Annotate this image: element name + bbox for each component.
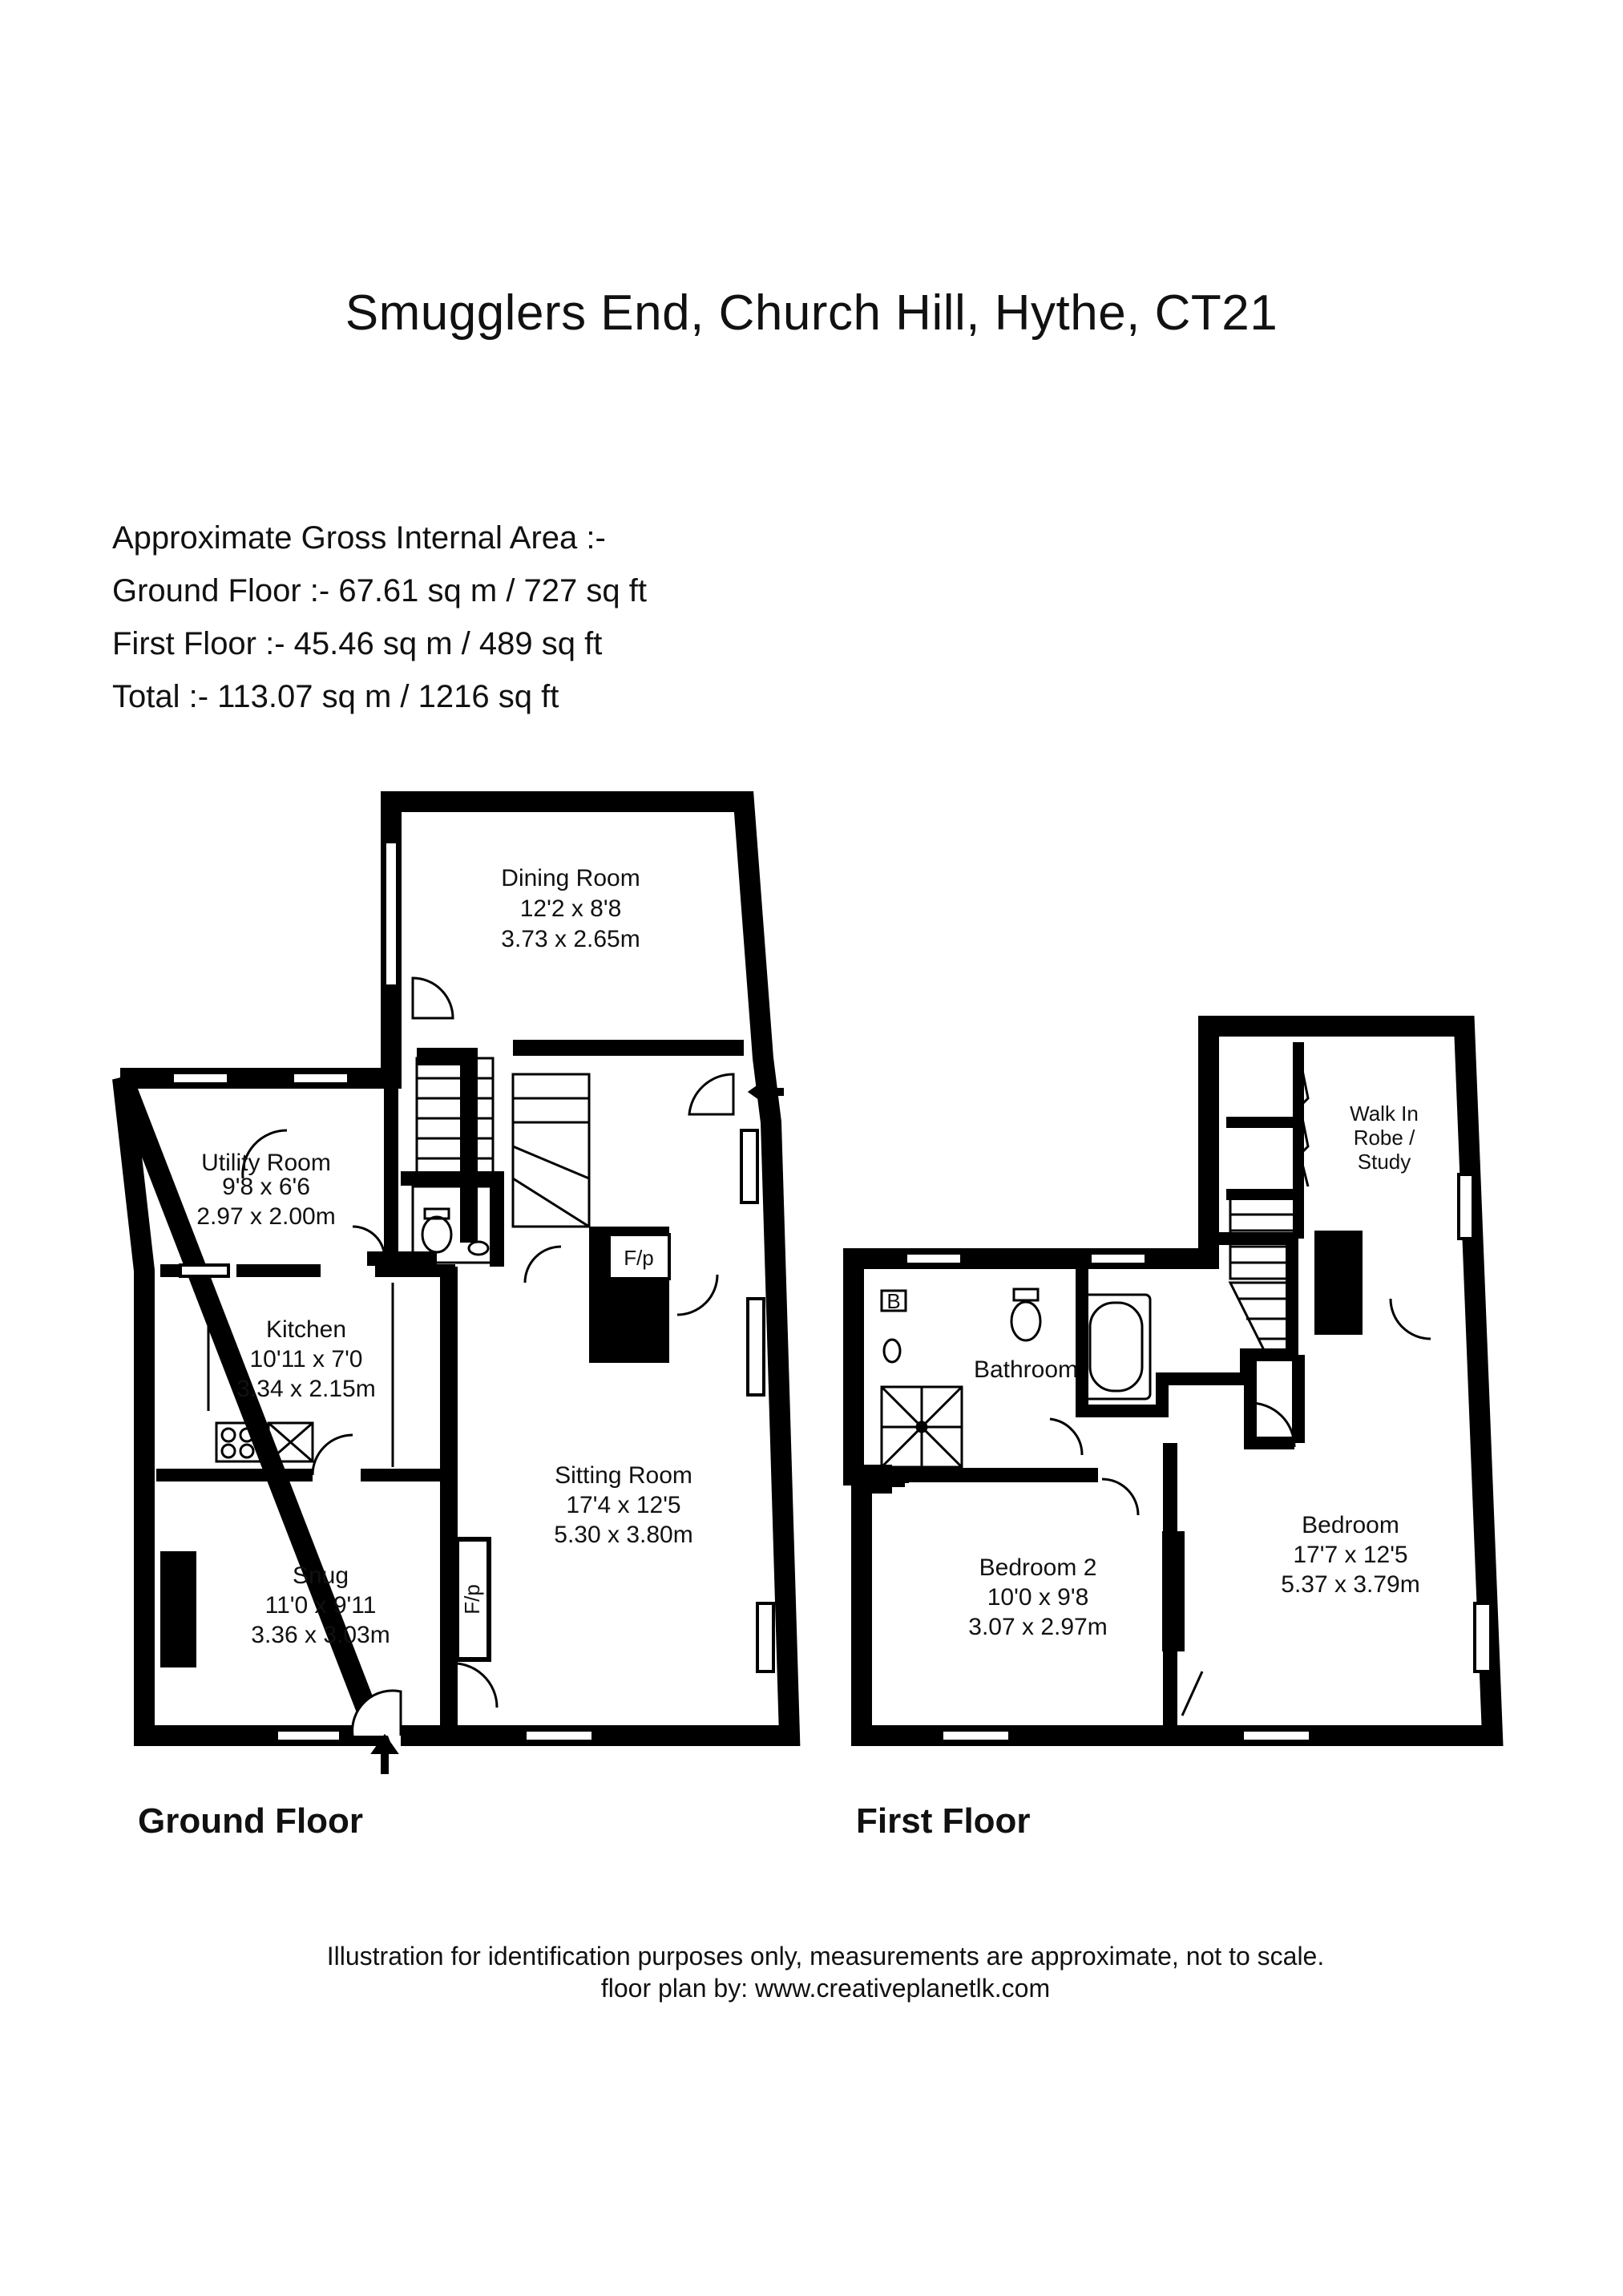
- bedroom-metric: 5.37 x 3.79m: [1281, 1571, 1419, 1598]
- ground-floor-label: Ground Floor: [138, 1801, 364, 1841]
- kitchen-metric: 3.34 x 2.15m: [236, 1376, 375, 1402]
- first-floor-plan: [843, 1016, 1504, 1746]
- sitting-room-name: Sitting Room: [555, 1462, 692, 1489]
- walkin-line3: Study: [1358, 1150, 1411, 1174]
- fireplace-label-side: F/p: [460, 1584, 484, 1615]
- sitting-room-imperial: 17'4 x 12'5: [566, 1492, 680, 1518]
- snug-metric: 3.36 x 3.03m: [251, 1622, 390, 1648]
- first-floor-label: First Floor: [856, 1801, 1031, 1841]
- bedroom2-imperial: 10'0 x 9'8: [987, 1584, 1089, 1611]
- bedroom-name: Bedroom: [1302, 1512, 1399, 1538]
- area-summary: Approximate Gross Internal Area :- Groun…: [112, 511, 647, 723]
- utility-room-metric: 2.97 x 2.00m: [196, 1203, 335, 1230]
- area-total: Total :- 113.07 sq m / 1216 sq ft: [112, 679, 559, 714]
- gf-stairs: [415, 1057, 591, 1228]
- snug-name: Snug: [293, 1562, 349, 1589]
- disclaimer: Illustration for identification purposes…: [0, 1940, 1623, 2004]
- snug-imperial: 11'0 x 9'11: [265, 1592, 377, 1619]
- bedroom2-metric: 3.07 x 2.97m: [968, 1614, 1107, 1640]
- bathroom-name: Bathroom: [974, 1356, 1078, 1383]
- dining-room-imperial: 12'2 x 8'8: [520, 895, 622, 922]
- ground-floor-plan: [112, 791, 801, 1774]
- fireplace-label-top: F/p: [624, 1246, 654, 1270]
- disclaimer-line1: Illustration for identification purposes…: [326, 1942, 1325, 1971]
- boiler-label: B: [886, 1289, 900, 1313]
- kitchen-imperial: 10'11 x 7'0: [249, 1346, 362, 1372]
- sitting-room-metric: 5.30 x 3.80m: [554, 1522, 692, 1548]
- bedroom2-name: Bedroom 2: [979, 1554, 1097, 1581]
- utility-room-name: Utility Room: [201, 1150, 331, 1176]
- utility-room-imperial: 9'8 x 6'6: [222, 1174, 310, 1200]
- area-ground: Ground Floor :- 67.61 sq m / 727 sq ft: [112, 573, 647, 608]
- area-first: First Floor :- 45.46 sq m / 489 sq ft: [112, 626, 603, 661]
- bedroom-imperial: 17'7 x 12'5: [1293, 1542, 1407, 1568]
- kitchen-name: Kitchen: [266, 1316, 346, 1343]
- dining-room-metric: 3.73 x 2.65m: [501, 926, 640, 952]
- walkin-line1: Walk In: [1350, 1102, 1419, 1126]
- area-heading: Approximate Gross Internal Area :-: [112, 520, 606, 556]
- disclaimer-line2: floor plan by: www.creativeplanetlk.com: [600, 1974, 1051, 2003]
- gf-fireplace-side: [454, 1537, 491, 1662]
- walkin-line2: Robe /: [1354, 1126, 1415, 1150]
- ff-stairs: [1228, 1197, 1296, 1356]
- gf-entrance-arrow-bottom: [370, 1733, 399, 1774]
- plan-title: Smugglers End, Church Hill, Hythe, CT21: [345, 285, 1278, 341]
- dining-room-name: Dining Room: [501, 865, 640, 891]
- gf-entrance-arrow-side: [747, 1077, 784, 1106]
